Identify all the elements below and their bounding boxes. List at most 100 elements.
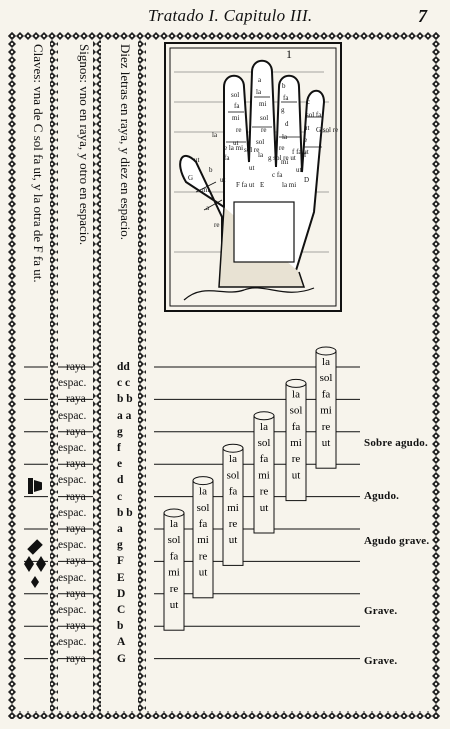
hexachord-syllable: fa — [322, 388, 331, 400]
hand-syllable: e la mi — [224, 144, 243, 152]
page-number: 7 — [418, 6, 427, 26]
hand-syllable: ut — [233, 139, 239, 147]
row-letter-label: g — [117, 539, 123, 552]
hexachord-syllable: re — [170, 583, 179, 595]
hand-syllable: a — [258, 76, 262, 84]
hand-syllable: re — [236, 126, 241, 134]
hexachord-syllable: sol — [227, 469, 240, 481]
column-cap — [222, 443, 244, 453]
hand-syllable: F fa ut — [236, 181, 254, 189]
hand-syllable: la mi — [282, 181, 296, 189]
register-label: Grave. — [364, 605, 398, 617]
hexachord-syllable: sol — [258, 437, 271, 449]
hexachord-syllable: mi — [168, 567, 180, 579]
hexachord-syllable: fa — [170, 550, 179, 562]
hand-syllable: fa — [283, 94, 289, 102]
hand-syllable: f — [304, 151, 307, 159]
hand-syllable: sol fa — [306, 111, 322, 119]
hexachord-syllable: ut — [322, 437, 331, 449]
register-label: Agudo. — [364, 490, 400, 502]
hexachord-syllable: mi — [227, 502, 239, 514]
hand-syllable: g — [281, 106, 285, 114]
hand-syllable: a — [206, 204, 210, 212]
row-position-label: raya — [66, 458, 86, 471]
hand-syllable: la — [282, 133, 288, 141]
page-header: Tratado I. Capitulo III. 7 — [0, 0, 450, 34]
hexachord-syllable: sol — [290, 405, 303, 417]
column-text: Diez letras en raya, y diez en espacio. — [118, 44, 133, 240]
hand-syllable: e — [304, 136, 307, 144]
hand-syllable: mi — [202, 186, 209, 194]
hexachord-syllable: sol — [168, 534, 181, 546]
hand-syllable: ut — [220, 176, 226, 184]
hexachord-syllable: ut — [260, 502, 269, 514]
hand-syllable: mi — [259, 100, 266, 108]
hand-syllable: sol — [260, 114, 268, 122]
column-diez-letras: Diez letras en raya, y diez en espacio. — [115, 44, 135, 348]
hand-syllable: c fa — [272, 171, 283, 179]
column-cap — [315, 346, 337, 356]
hexachord-syllable: sol — [197, 502, 210, 514]
hand-syllable: la — [256, 88, 262, 96]
row-position-label: raya — [66, 523, 86, 535]
hexachord-syllable: ut — [199, 567, 208, 579]
hand-syllable: ut — [249, 164, 255, 172]
hand-syllable: fa — [224, 154, 230, 162]
row-position-label: raya — [66, 587, 86, 600]
hand-syllable: mi — [232, 114, 239, 122]
hexachord-syllable: ut — [292, 469, 301, 481]
hexachord-syllable: re — [199, 550, 208, 562]
row-letter-label: b b — [117, 393, 133, 406]
register-label: Grave. — [364, 655, 398, 667]
hand-syllable: la — [212, 131, 218, 139]
row-letter-label: c — [117, 490, 123, 503]
hand-syllable: sol — [256, 138, 264, 146]
row-position-label: espac. — [58, 409, 87, 422]
hand-syllable: re — [279, 144, 284, 152]
row-letter-label: b b — [117, 506, 133, 519]
hexachord-syllable: fa — [229, 486, 238, 498]
clef-c — [28, 478, 42, 494]
hexachord-syllable: fa — [260, 453, 269, 465]
row-position-label: raya — [66, 620, 86, 633]
hexachord-syllable: mi — [197, 534, 209, 546]
hand-syllable: mi — [281, 158, 288, 166]
row-position-label: raya — [66, 361, 86, 373]
hexachord-syllable: re — [260, 486, 269, 498]
hexachord-syllable: la — [292, 388, 300, 400]
register-label: Sobre agudo. — [364, 437, 428, 449]
row-letter-label: e — [117, 458, 123, 471]
hexachord-syllable: mi — [290, 437, 302, 449]
row-position-label: espac. — [58, 377, 87, 390]
hexachord-syllable: fa — [199, 518, 208, 530]
hand-syllable: d — [285, 120, 289, 128]
hand-syllable: c — [307, 98, 310, 106]
column-claves: Claves: vna de C sol fa ut, y la otra de… — [28, 44, 48, 348]
row-position-label: espac. — [58, 571, 87, 584]
row-position-label: raya — [66, 555, 86, 568]
hexachord-syllable: re — [229, 518, 238, 530]
row-letter-label: d — [117, 474, 124, 487]
hand-syllable: re — [261, 126, 266, 134]
row-position-label: espac. — [58, 604, 87, 616]
hand-syllable: ut — [304, 124, 310, 132]
row-position-label: espac. — [58, 474, 87, 487]
hexachord-syllable: la — [170, 518, 178, 530]
hexachord-syllable: mi — [320, 405, 332, 417]
hand-syllable: G sol re ut — [316, 126, 342, 134]
row-letter-label: F — [117, 555, 125, 568]
row-letter-label: c c — [117, 377, 131, 390]
row-position-label: raya — [66, 652, 86, 665]
hand-syllable: b — [209, 166, 213, 174]
hexachord-syllable: sol — [320, 372, 333, 384]
row-letter-label: G — [117, 652, 126, 665]
hexachord-syllable: la — [260, 421, 268, 433]
hand-syllable: E — [260, 181, 264, 189]
